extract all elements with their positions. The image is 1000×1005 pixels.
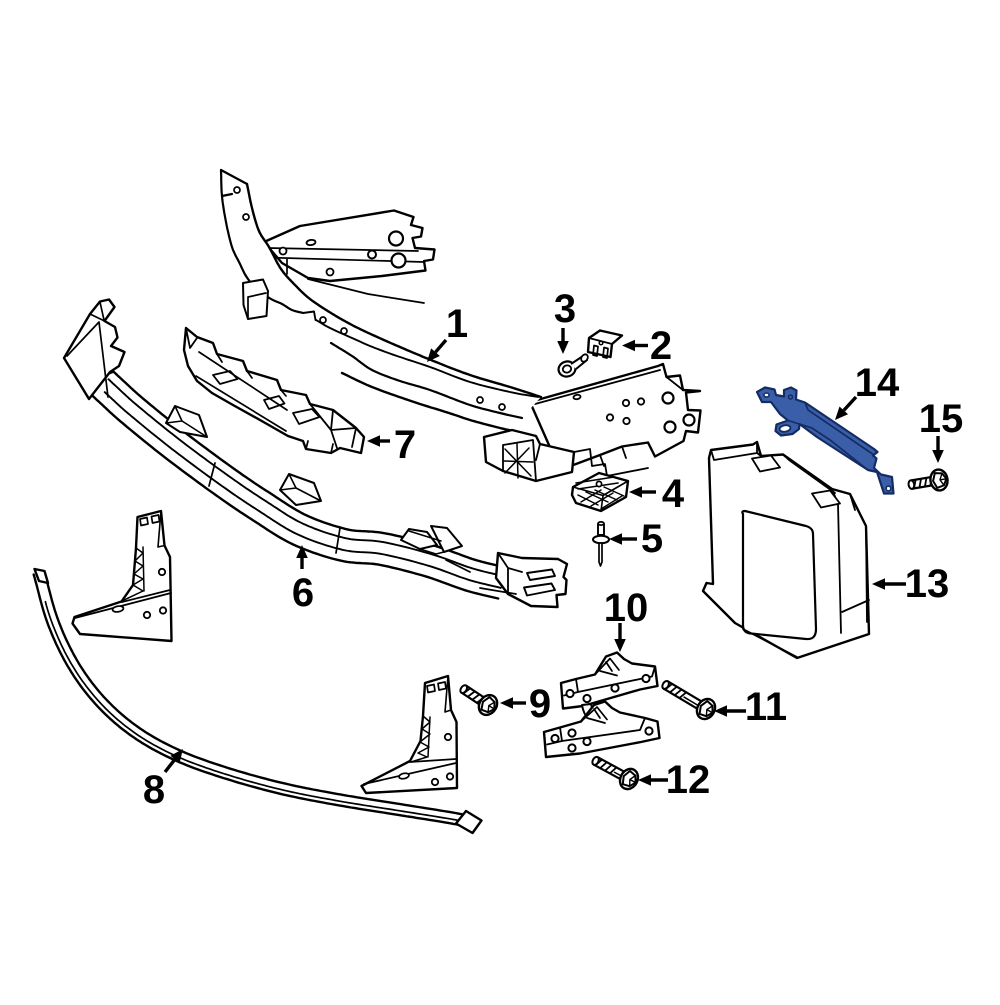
svg-text:12: 12 (666, 758, 711, 802)
svg-text:11: 11 (745, 685, 787, 729)
svg-text:15: 15 (919, 397, 964, 441)
svg-text:4: 4 (662, 472, 685, 516)
svg-text:1: 1 (446, 302, 468, 346)
svg-text:14: 14 (855, 361, 900, 405)
svg-text:6: 6 (292, 571, 314, 615)
svg-text:5: 5 (641, 517, 663, 561)
svg-text:2: 2 (650, 324, 672, 368)
svg-text:10: 10 (604, 586, 649, 630)
svg-text:3: 3 (554, 287, 576, 331)
svg-text:13: 13 (905, 562, 950, 606)
svg-text:9: 9 (529, 682, 551, 726)
svg-text:8: 8 (143, 768, 165, 812)
svg-text:7: 7 (394, 423, 416, 467)
